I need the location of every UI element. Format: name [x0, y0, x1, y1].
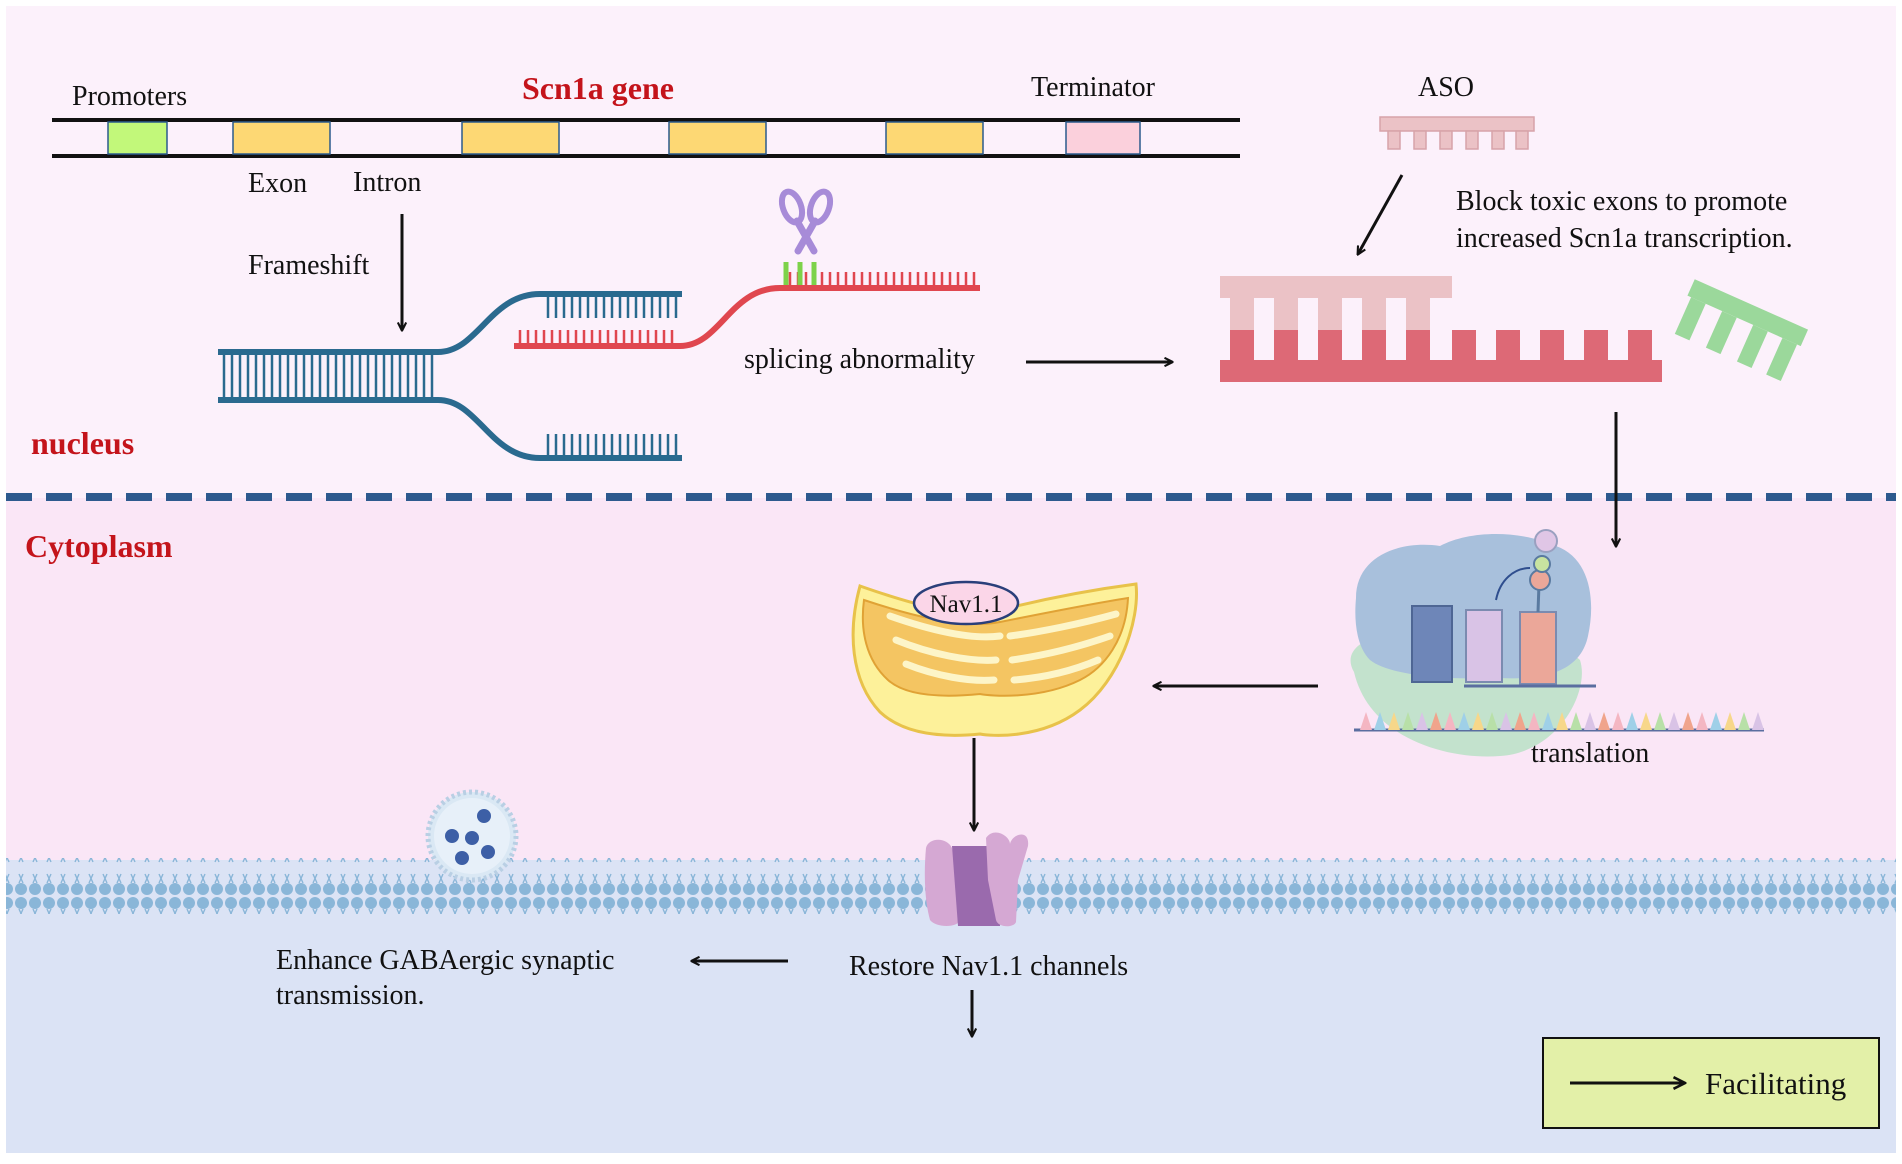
aso-description-line1: Block toxic exons to promote — [1456, 186, 1787, 217]
promoters-label: Promoters — [72, 81, 187, 112]
mrna-aso-complex — [1220, 276, 1662, 382]
aso-description-line2: increased Scn1a transcription. — [1456, 223, 1793, 254]
cytoplasm-label: Cytoplasm — [25, 528, 173, 564]
synaptic-vesicle-icon — [425, 789, 519, 883]
terminator-segment — [1065, 121, 1141, 155]
nucleus-label: nucleus — [31, 425, 134, 461]
dna-unwinding-illustration — [218, 272, 980, 461]
intron-label: Intron — [353, 167, 421, 198]
ribosome-translation-icon — [1350, 529, 1764, 757]
free-aso-icon — [1674, 279, 1809, 381]
exon-segment — [461, 121, 560, 155]
aso-oligo-icon — [1379, 116, 1535, 150]
nav11-protein-label: Nav1.1 — [930, 591, 1003, 618]
exon-segment — [668, 121, 767, 155]
terminator-label: Terminator — [1031, 72, 1156, 103]
enhance-label-line1: Enhance GABAergic synaptic — [276, 945, 615, 976]
nav11-channel-icon — [924, 832, 1029, 927]
enhance-label-line2: transmission. — [276, 980, 425, 1011]
restore-channels-label: Restore Nav1.1 channels — [849, 951, 1128, 982]
promoter-segment — [107, 121, 168, 155]
translation-label: translation — [1531, 738, 1649, 769]
golgi-apparatus-icon — [851, 580, 1138, 737]
nucleus-region — [6, 6, 1896, 498]
gene-bar — [52, 118, 1240, 158]
scissors-icon — [778, 188, 834, 255]
cut-site-marks — [783, 262, 817, 285]
exon-segment — [885, 121, 984, 155]
nav11-protein-oval — [912, 580, 1020, 626]
aso-label: ASO — [1418, 72, 1474, 103]
splicing-abnormality-label: splicing abnormality — [744, 344, 975, 375]
aso-binding-arrow — [1358, 174, 1404, 254]
exon-segment — [232, 121, 331, 155]
frameshift-label: Frameshift — [248, 250, 370, 281]
legend-facilitating-label: Facilitating — [1705, 1066, 1846, 1101]
gene-title: Scn1a gene — [522, 70, 674, 106]
legend-box — [1542, 1037, 1880, 1129]
exon-label: Exon — [248, 168, 307, 199]
